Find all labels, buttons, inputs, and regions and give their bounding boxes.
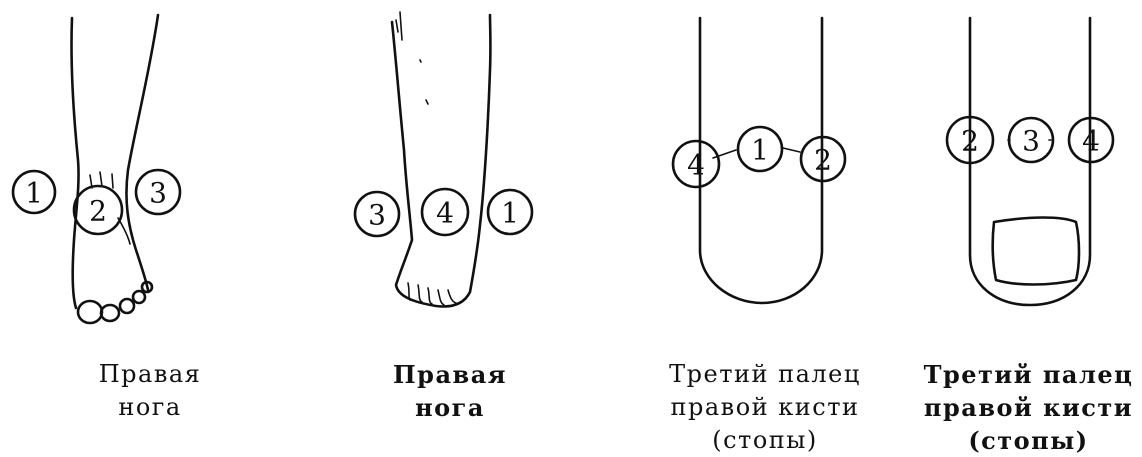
caption-figure-3: Третий палец правой кисти (стопы) [650, 358, 880, 457]
caption-line: Правая [345, 358, 555, 391]
caption-line: Третий палец [915, 358, 1142, 391]
caption-line: (стопы) [650, 424, 880, 457]
marker-fig1-c: 3 [149, 177, 167, 210]
marker-fig1-b: 2 [89, 195, 107, 228]
leg-drawing-2 [392, 12, 490, 306]
caption-line: Правая [45, 358, 255, 391]
marker-fig3-a: 4 [687, 149, 705, 182]
marker-fig2-a: 3 [368, 199, 386, 232]
caption-line: (стопы) [915, 424, 1142, 457]
marker-fig3-b: 1 [751, 134, 769, 167]
caption-line: Третий палец [650, 358, 880, 391]
caption-line: нога [345, 391, 555, 424]
marker-fig4-c: 4 [1082, 125, 1100, 158]
leg-drawing-1 [71, 15, 158, 323]
caption-line: правой кисти [650, 391, 880, 424]
caption-figure-1: Правая нога [45, 358, 255, 424]
marker-circles [13, 117, 1113, 236]
marker-fig1-a: 1 [25, 177, 43, 210]
caption-line: правой кисти [915, 391, 1142, 424]
marker-fig2-c: 1 [501, 197, 519, 230]
marker-fig4-a: 2 [961, 125, 979, 158]
marker-fig2-b: 4 [436, 197, 454, 230]
caption-line: нога [45, 391, 255, 424]
marker-fig4-b: 3 [1022, 125, 1040, 158]
caption-figure-2: Правая нога [345, 358, 555, 424]
marker-fig3-c: 2 [814, 144, 832, 177]
caption-figure-4: Третий палец правой кисти (стопы) [915, 358, 1142, 457]
